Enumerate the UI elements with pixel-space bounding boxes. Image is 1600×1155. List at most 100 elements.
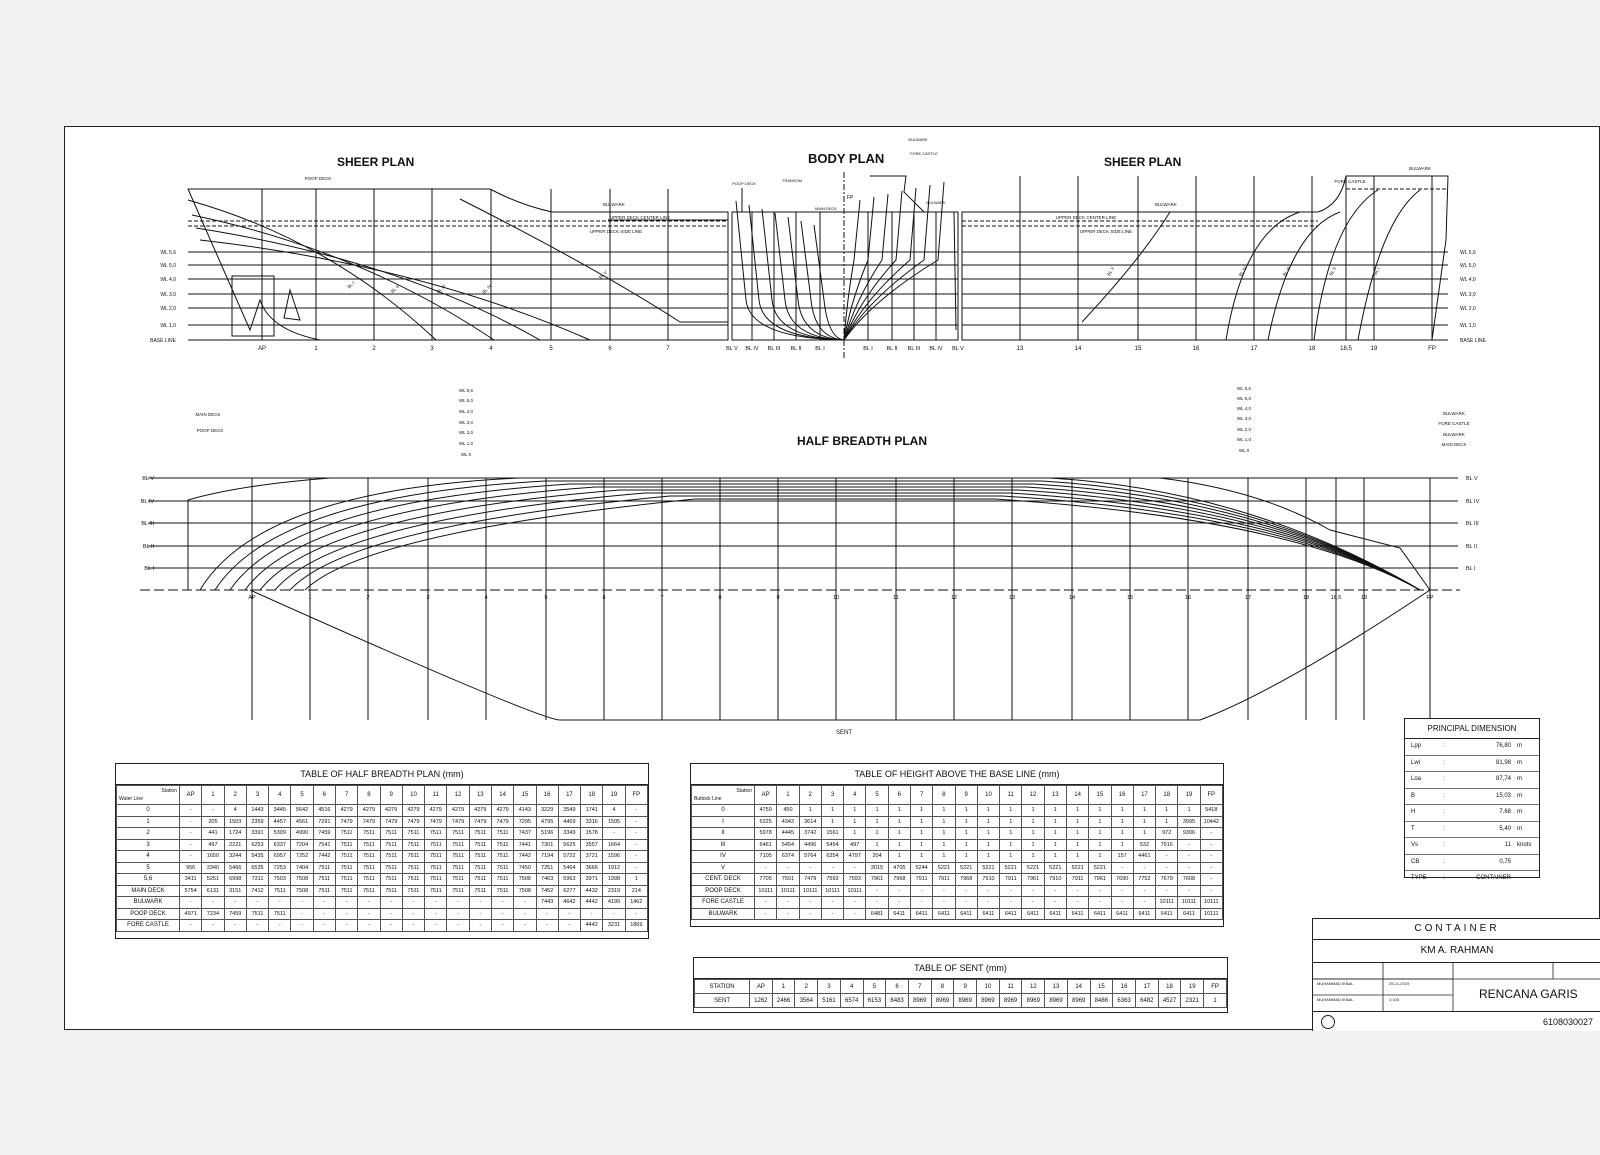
column-header: 5	[290, 785, 314, 805]
column-header: 18	[1157, 979, 1182, 994]
upper-deck-center-label: UPPER DECK CENTER LINE	[1056, 215, 1116, 220]
table-cell: -	[999, 884, 1023, 897]
station-label: 2	[372, 346, 376, 352]
table-cell: -	[624, 861, 649, 874]
waterline-label: BASE LINE	[150, 338, 177, 344]
dimension-value: 76,80	[1495, 743, 1511, 749]
table-cell: 1	[887, 815, 911, 828]
column-header: 17	[1134, 979, 1159, 994]
row-label: 4	[116, 850, 180, 863]
dimension-unit: knots	[1517, 842, 1532, 848]
waterline-label: WL 5,6	[1460, 250, 1476, 256]
table-cell: 5963	[557, 873, 582, 886]
column-header: 4	[839, 979, 864, 994]
buttock-curve-label: BL III	[436, 284, 447, 295]
table-cell: 7511	[490, 884, 515, 897]
table-cell: 1	[976, 850, 1001, 863]
table-cell: 5225	[753, 815, 778, 828]
sent-line	[249, 589, 1431, 721]
table-cell: 1	[820, 804, 845, 817]
table-cell: 5309	[268, 827, 292, 840]
station-label: 13	[1017, 346, 1024, 352]
table-cell: 7479	[334, 815, 359, 828]
buttock-curve	[199, 239, 591, 341]
table-cell: 1	[999, 838, 1023, 851]
station-label: 14	[1069, 595, 1075, 601]
table-cell: 7511	[312, 861, 336, 874]
column-header: FP	[1199, 785, 1224, 805]
table-cell: -	[1199, 861, 1224, 874]
station-label: 7	[666, 346, 670, 352]
table-cell: 7511	[490, 861, 515, 874]
table-cell: 1	[909, 838, 934, 851]
dimension-unit: m	[1517, 759, 1522, 766]
table-cell: -	[753, 861, 778, 874]
column-header: 17	[1132, 785, 1157, 805]
column-header: 3	[245, 785, 270, 805]
row-label: 3	[116, 838, 180, 851]
table-cell: 6153	[862, 993, 887, 1008]
table-cell: -	[1199, 827, 1224, 840]
table-cell: -	[798, 907, 822, 920]
table-cell: 7253	[268, 861, 292, 874]
table-cell: 6277	[557, 884, 582, 897]
table-cell: 5221	[1021, 861, 1045, 874]
table-cell: 1	[932, 838, 956, 851]
body-plan-title: BODY PLAN	[808, 151, 885, 166]
table-cell: -	[1199, 850, 1224, 863]
table-cell: 5244	[909, 861, 934, 874]
table-cell: 7511	[357, 838, 381, 851]
table-cell: -	[1065, 884, 1090, 897]
half-breadth-label: BULWARK	[1443, 411, 1465, 416]
bulwark-label: BULWARK	[1409, 166, 1431, 171]
table-cell: 7511	[446, 850, 470, 863]
table-cell: 3151	[223, 884, 247, 897]
table-cell: -	[535, 919, 559, 932]
table-cell: -	[820, 907, 845, 920]
table-cell: 1	[909, 804, 934, 817]
table-cell: 4561	[290, 815, 314, 828]
principal-dimension-row: CB:0,75	[1405, 855, 1539, 871]
column-header: 9	[954, 785, 978, 805]
table-cell: 6482	[1134, 993, 1159, 1008]
table-cell: 8969	[930, 993, 955, 1008]
fp-label: FP	[847, 195, 854, 201]
table-cell: -	[446, 907, 470, 920]
table-cell: 5464	[557, 861, 582, 874]
table-cell: 4795	[535, 815, 559, 828]
column-header: AP	[749, 979, 773, 994]
title-block-scale: 1:100	[1389, 997, 1400, 1002]
table-cell: 7511	[468, 850, 492, 863]
title-block-date: 25-11-2019	[1389, 981, 1410, 986]
buttock-curve	[187, 199, 437, 341]
station-label: 18	[1309, 346, 1316, 352]
table-cell: 7479	[379, 815, 403, 828]
table-cell: -	[201, 896, 225, 909]
table-cell: 5161	[817, 993, 841, 1008]
table-cell: 1	[1043, 838, 1067, 851]
table-cell: 3564	[794, 993, 819, 1008]
table-cell: 6411	[1088, 907, 1112, 920]
column-header: 8	[932, 785, 956, 805]
table-cell: 2321	[1180, 993, 1205, 1008]
table-cell: 7910	[1043, 873, 1067, 886]
column-header: 10	[976, 979, 1000, 994]
column-header: 1	[771, 979, 796, 994]
table-cell: 6411	[999, 907, 1023, 920]
poop-deck-label: POOP DECK	[732, 181, 756, 186]
station-section-fwd	[843, 196, 875, 341]
dimension-colon: :	[1443, 759, 1445, 766]
table-cell: 7511	[468, 838, 492, 851]
column-header: 9	[379, 785, 403, 805]
table-cell: 1	[624, 873, 649, 886]
column-header: 4	[843, 785, 867, 805]
table-cell: 3015	[865, 861, 889, 874]
buttock-curve	[191, 214, 495, 341]
table-cell: 1	[1021, 827, 1045, 840]
table-half-breadth-caption: TABLE OF HALF BREADTH PLAN (mm)	[116, 764, 648, 785]
table-cell: 7412	[245, 884, 270, 897]
station-label: 17	[1251, 346, 1258, 352]
half-breadth-label: WL 0	[1239, 448, 1250, 453]
